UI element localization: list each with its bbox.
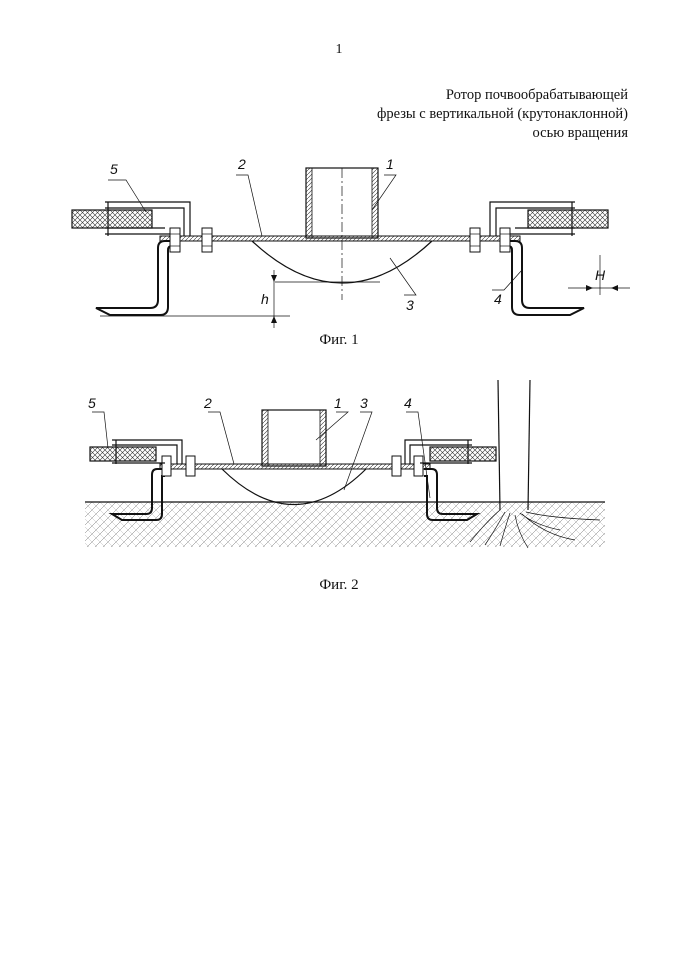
fig2-label-5: 5 [88, 395, 96, 411]
fig1-label-h: h [261, 291, 269, 307]
tube-part-1 [261, 409, 327, 467]
bolts [161, 455, 424, 477]
fig1-label-2: 2 [237, 156, 246, 172]
title-line-1: Ротор почвообрабатывающей [445, 87, 628, 103]
bolt-left-1 [169, 227, 181, 253]
figure-2-caption: Фиг. 2 [319, 577, 359, 593]
fig2-label-2: 2 [203, 395, 212, 411]
disc-part-2 [159, 235, 521, 242]
dimension-h [100, 270, 380, 328]
right-knife [500, 240, 585, 316]
fig2-label-4: 4 [404, 395, 412, 411]
fig1-label-3: 3 [406, 297, 414, 313]
figure-1-drawing: 5 2 1 3 4 h H [71, 156, 630, 328]
fig2-label-1: 1 [334, 395, 342, 411]
fig1-label-4: 4 [494, 291, 502, 307]
dimension-H [568, 255, 630, 295]
page-number: 1 [335, 42, 343, 57]
right-weight-part-5 [404, 439, 497, 464]
title-line-3: осью вращения [532, 125, 628, 141]
disc-part-2 [159, 463, 431, 470]
bolt-left-2 [201, 227, 213, 253]
fig1-label-1: 1 [386, 156, 394, 172]
dome-part-3 [221, 468, 367, 506]
soil-ground [85, 502, 605, 547]
figure-1-caption: Фиг. 1 [319, 332, 359, 348]
title-line-2: фрезы с вертикальной (крутонаклонной) [376, 106, 628, 122]
fig2-label-3: 3 [360, 395, 368, 411]
bolt-right-1 [469, 227, 481, 253]
dome-part-3 [251, 240, 433, 284]
left-knife [95, 240, 180, 316]
figure-2-drawing: 5 2 1 3 4 [85, 379, 605, 549]
fig1-label-H: H [595, 267, 606, 283]
document-title: Ротор почвообрабатывающей фрезы с вертик… [308, 86, 628, 143]
right-weight-part-5 [489, 201, 609, 236]
left-knife [108, 468, 165, 521]
tree-trunk [469, 379, 601, 549]
left-weight-part-5 [89, 439, 183, 464]
fig1-label-5: 5 [110, 161, 118, 177]
bolt-right-2 [499, 227, 511, 253]
left-weight-part-5 [71, 201, 191, 236]
right-knife [424, 468, 481, 521]
